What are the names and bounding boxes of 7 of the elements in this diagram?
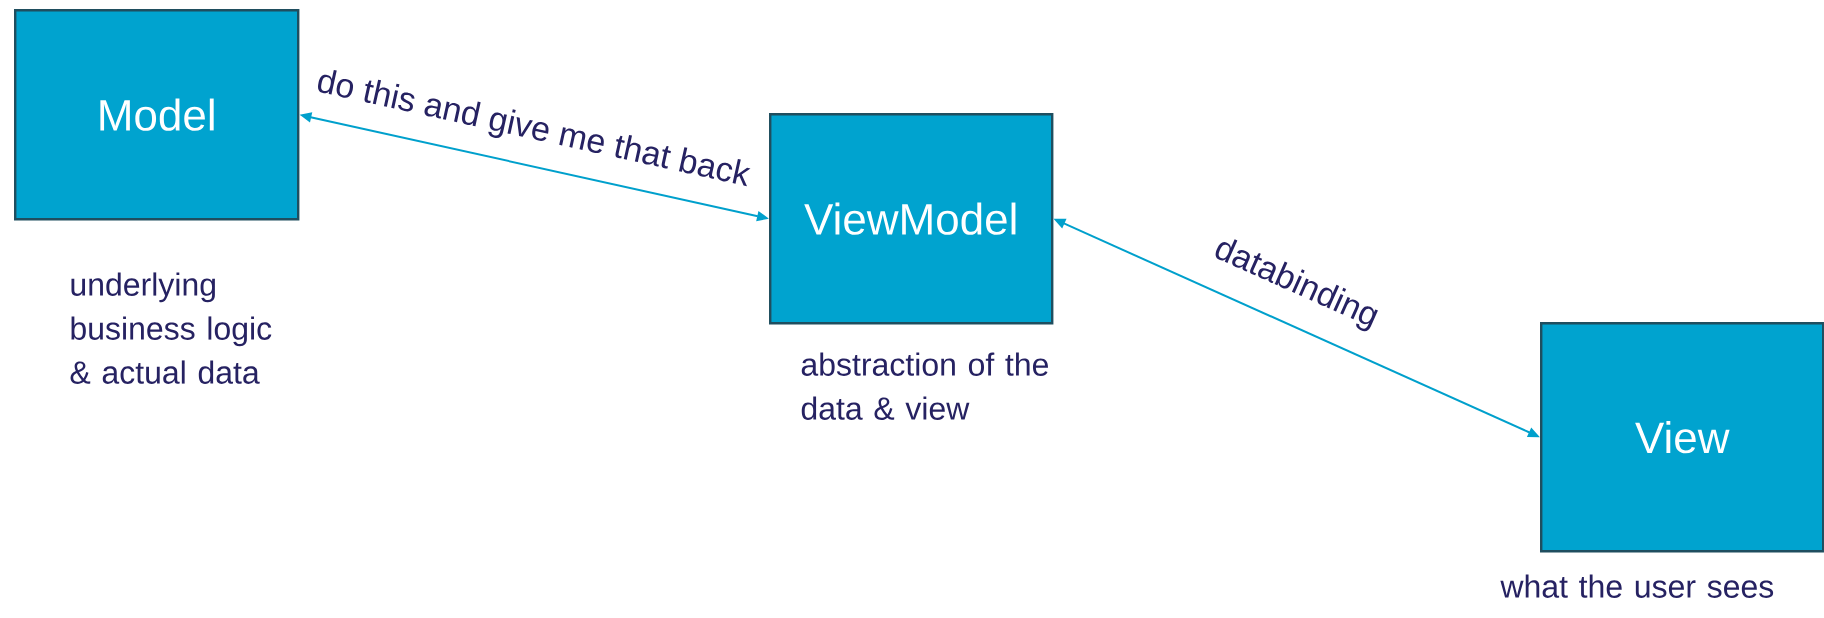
- process-box: View: [1540, 322, 1824, 553]
- process-box: ViewModel: [769, 113, 1054, 325]
- description-text: abstraction of the data & view: [801, 352, 1048, 420]
- description-text: underlying business logic & actual data: [70, 272, 272, 384]
- description-text: what the user sees: [1500, 574, 1774, 598]
- edge-label: do this and give me that back: [311, 64, 755, 196]
- process-box: Model: [14, 9, 300, 221]
